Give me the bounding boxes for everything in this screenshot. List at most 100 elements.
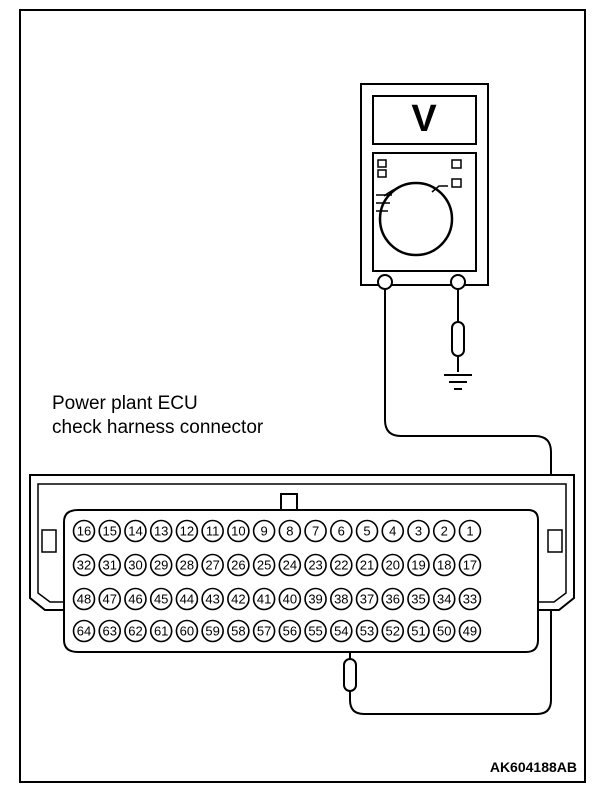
- connector-pin-22: 22: [329, 553, 353, 577]
- connector-pin-53: 53: [355, 619, 379, 643]
- pin-label: 9: [260, 524, 267, 539]
- connector-pin-64: 64: [72, 619, 96, 643]
- terminal-negative: [450, 274, 466, 290]
- pin-circle: [227, 619, 250, 643]
- connector-pin-62: 62: [124, 619, 147, 643]
- pin-circle: [124, 553, 147, 577]
- pin-label: 26: [231, 558, 245, 573]
- pin-circle: [252, 619, 276, 643]
- connector-pin-24: 24: [278, 553, 302, 577]
- pin-circle: [304, 553, 327, 577]
- pin-label: 28: [180, 558, 194, 573]
- pin-label: 33: [463, 592, 477, 607]
- pin-circle: [381, 519, 405, 543]
- connector-pin-48: 48: [72, 587, 96, 611]
- connector-key: [280, 493, 298, 511]
- voltmeter-panel: [372, 152, 477, 272]
- connector-pin-34: 34: [432, 587, 456, 611]
- connector-pin-28: 28: [175, 553, 199, 577]
- pin-label: 8: [286, 524, 293, 539]
- connector-pin-13: 13: [149, 519, 173, 543]
- pin-circle: [329, 553, 353, 577]
- pin-label: 12: [180, 524, 194, 539]
- pin-circle: [124, 587, 147, 611]
- connector-right-latch: [547, 529, 563, 553]
- connector-pin-19: 19: [407, 553, 430, 577]
- voltmeter-dial: [378, 181, 454, 257]
- connector-pin-1: 1: [458, 519, 482, 543]
- pin-circle: [227, 553, 250, 577]
- pin-circle: [175, 587, 199, 611]
- connector-pin-3: 3: [407, 519, 430, 543]
- pin-circle: [458, 519, 482, 543]
- pin-label: 21: [360, 558, 374, 573]
- connector-pin-9: 9: [252, 519, 276, 543]
- connector-pin-12: 12: [175, 519, 199, 543]
- connector-pin-60: 60: [175, 619, 199, 643]
- connector-pin-54: 54: [329, 619, 353, 643]
- pin-circle: [175, 519, 199, 543]
- pin-circle: [124, 619, 147, 643]
- connector-left-latch: [41, 529, 57, 553]
- connector-pin-18: 18: [432, 553, 456, 577]
- ground-probe: [451, 321, 465, 357]
- connector-pin-11: 11: [201, 519, 224, 543]
- pin-circle: [98, 587, 122, 611]
- connector-pin-44: 44: [175, 587, 199, 611]
- connector-pin-58: 58: [227, 619, 250, 643]
- pin-label: 15: [102, 524, 116, 539]
- pin-label: 44: [180, 592, 194, 607]
- indicator-line: [431, 185, 448, 193]
- connector-pin-17: 17: [458, 553, 482, 577]
- pin-label: 10: [231, 524, 245, 539]
- pin-circle: [149, 553, 173, 577]
- pin-circle: [458, 587, 482, 611]
- pin-label: 34: [437, 592, 451, 607]
- pin-label: 22: [334, 558, 348, 573]
- connector-pin-2: 2: [432, 519, 456, 543]
- pin-label: 58: [231, 624, 245, 639]
- connector-pin-33: 33: [458, 587, 482, 611]
- connector-pin-35: 35: [407, 587, 430, 611]
- pin-label: 57: [257, 624, 271, 639]
- pin-label: 30: [128, 558, 142, 573]
- pin-circle: [304, 587, 327, 611]
- pin-circle: [149, 619, 173, 643]
- pin-circle: [381, 587, 405, 611]
- pin-circle: [381, 553, 405, 577]
- pin-label: 40: [283, 592, 297, 607]
- pin-circle: [278, 587, 302, 611]
- voltmeter-display-symbol: V: [411, 98, 437, 140]
- pin-label: 48: [77, 592, 91, 607]
- connector-pin-40: 40: [278, 587, 302, 611]
- connector-pin-37: 37: [355, 587, 379, 611]
- pin-label: 60: [180, 624, 194, 639]
- connector-pin-55: 55: [304, 619, 327, 643]
- pin-label: 27: [205, 558, 219, 573]
- ground-lead: [444, 289, 472, 390]
- pin-circle: [98, 519, 122, 543]
- pin-label: 19: [411, 558, 425, 573]
- pin-label: 46: [128, 592, 142, 607]
- pin-label: 36: [386, 592, 400, 607]
- connector-pin-8: 8: [278, 519, 302, 543]
- pin-circle: [407, 553, 430, 577]
- pin-label: 53: [360, 624, 374, 639]
- pin-label: 63: [102, 624, 116, 639]
- connector-pin-32: 32: [72, 553, 96, 577]
- connector-pin-63: 63: [98, 619, 122, 643]
- indicator-square-1: [451, 159, 462, 169]
- pin-label: 20: [386, 558, 400, 573]
- pin-circle: [175, 553, 199, 577]
- connector-pin-4: 4: [381, 519, 405, 543]
- figure-code: AK604188AB: [490, 759, 577, 775]
- pin-circle: [329, 619, 353, 643]
- pin-label: 47: [102, 592, 116, 607]
- connector-pin-26: 26: [227, 553, 250, 577]
- pin-circle: [278, 619, 302, 643]
- pin-label: 54: [334, 624, 348, 639]
- pin-circle: [329, 587, 353, 611]
- pin-label: 61: [154, 624, 168, 639]
